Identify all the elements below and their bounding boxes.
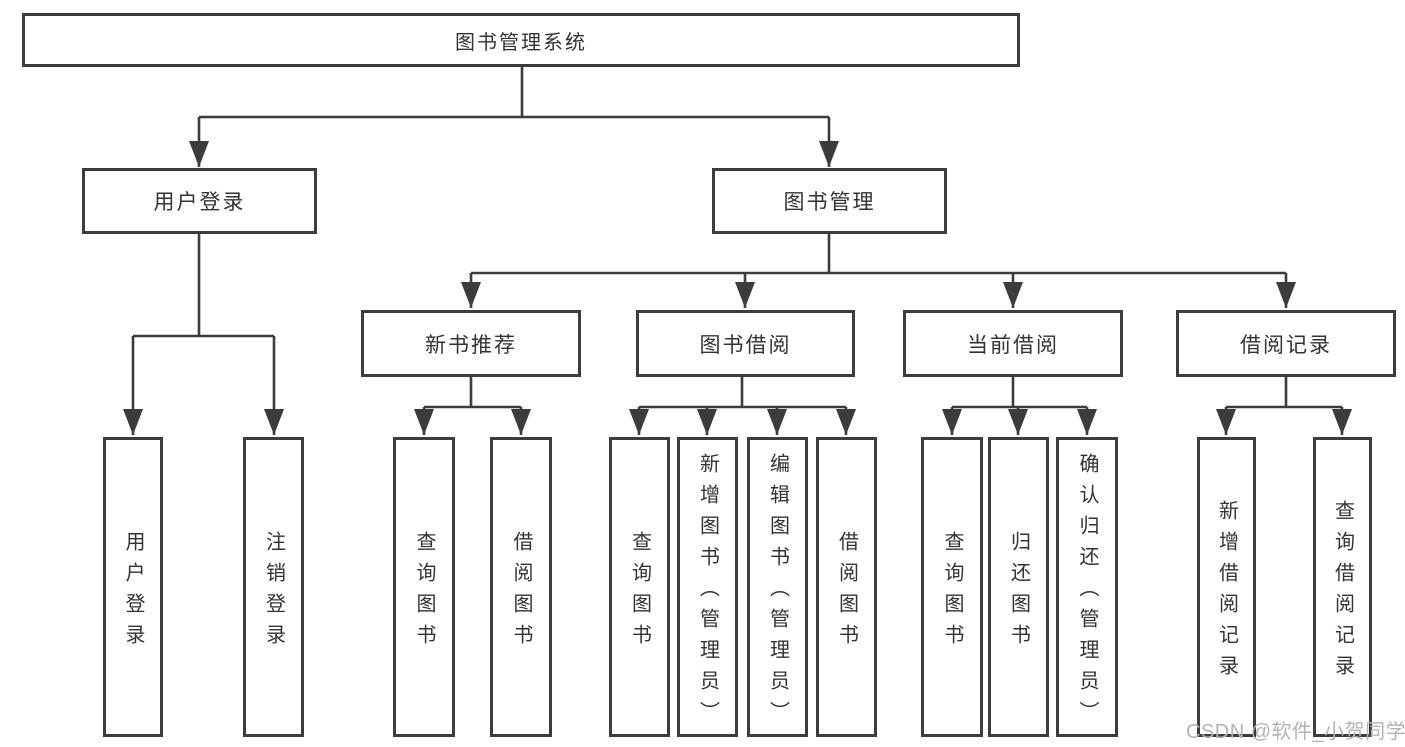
node-label: 用户登录: [153, 191, 246, 214]
node-label: 图书管理: [783, 191, 876, 214]
node-label: 注销登录: [262, 530, 285, 655]
node-leaf-query-book-3: 查询图书: [921, 437, 983, 737]
node-label: 新书推荐: [425, 333, 517, 357]
node-label: 借阅图书: [835, 530, 858, 655]
node-current-borrow: 当前借阅: [903, 310, 1123, 377]
node-label: 确认归还（管理员）: [1076, 453, 1098, 732]
node-label: 查询图书: [413, 530, 435, 655]
node-leaf-add-book-admin: 新增图书（管理员）: [677, 437, 738, 737]
node-label: 查询图书: [628, 530, 651, 655]
node-leaf-edit-book-admin: 编辑图书（管理员）: [747, 437, 808, 737]
node-leaf-borrow-book-1: 借阅图书: [490, 437, 552, 737]
node-label: 图书借阅: [699, 333, 792, 357]
node-leaf-user-login: 用户登录: [103, 437, 163, 737]
node-book-borrow: 图书借阅: [636, 310, 855, 377]
node-label: 归还图书: [1007, 530, 1030, 655]
node-library-management-system: 图书管理系统: [22, 13, 1020, 67]
node-label: 借阅图书: [510, 530, 532, 655]
node-leaf-add-borrow-record: 新增借阅记录: [1197, 437, 1256, 737]
node-label: 用户登录: [122, 530, 144, 655]
node-leaf-confirm-return-admin: 确认归还（管理员）: [1056, 437, 1118, 737]
node-leaf-logout: 注销登录: [243, 437, 304, 737]
node-label: 查询借阅记录: [1331, 499, 1354, 686]
node-label: 图书管理系统: [455, 31, 587, 54]
node-leaf-query-book-2: 查询图书: [609, 437, 670, 737]
node-label: 新增图书（管理员）: [696, 453, 719, 732]
node-user-login: 用户登录: [82, 168, 317, 234]
node-book-management: 图书管理: [712, 168, 947, 234]
node-label: 借阅记录: [1240, 333, 1332, 357]
node-leaf-query-borrow-record: 查询借阅记录: [1313, 437, 1372, 737]
node-leaf-return-book: 归还图书: [988, 437, 1049, 737]
node-borrow-records: 借阅记录: [1176, 310, 1396, 377]
node-leaf-query-book-1: 查询图书: [393, 437, 455, 737]
csdn-watermark: CSDN @软件_小贺同学: [1186, 721, 1405, 743]
node-label: 编辑图书（管理员）: [766, 453, 789, 732]
node-label: 当前借阅: [967, 333, 1059, 357]
node-leaf-borrow-book-2: 借阅图书: [816, 437, 877, 737]
node-label: 查询图书: [941, 530, 963, 655]
node-label: 新增借阅记录: [1215, 499, 1238, 686]
node-new-book-recommend: 新书推荐: [361, 310, 581, 377]
